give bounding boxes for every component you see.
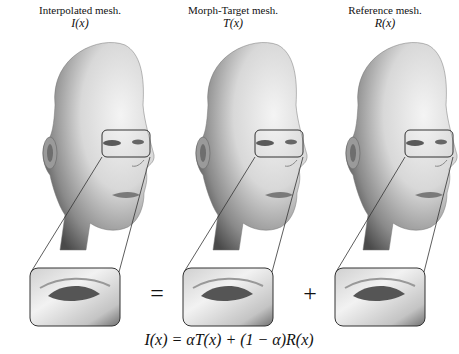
- function-label: R(x): [375, 17, 396, 30]
- plus-sign: +: [303, 280, 317, 306]
- equals-sign: =: [150, 280, 164, 306]
- function-label: T(x): [223, 17, 243, 30]
- function-label: I(x): [71, 17, 88, 30]
- mesh-title: Morph-Target mesh.: [188, 4, 278, 16]
- mesh-title: Reference mesh.: [348, 4, 421, 16]
- mesh-title: Interpolated mesh.: [39, 4, 121, 16]
- equation: I(x) = αT(x) + (1 − α)R(x): [144, 331, 313, 349]
